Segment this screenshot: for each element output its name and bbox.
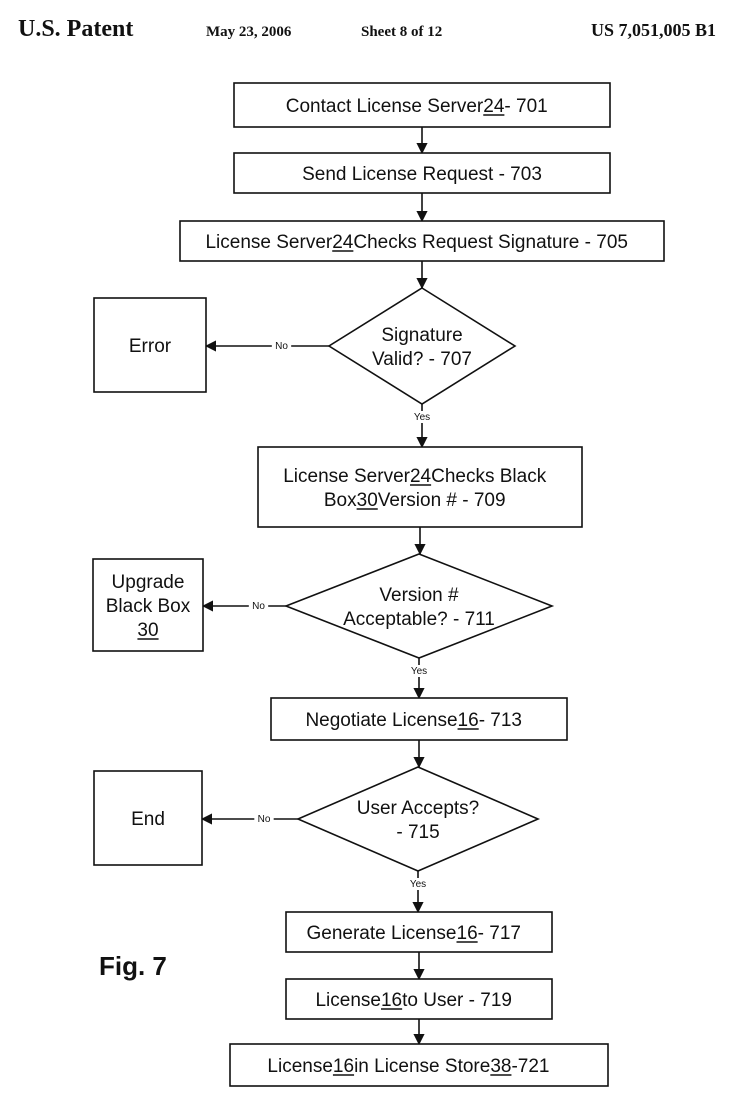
node-label: Contact License Server [286,96,484,117]
node-label: 16 [458,710,479,731]
node-label: - 717 [478,923,521,944]
process-box-end [93,770,203,866]
node-label: 16 [381,990,402,1011]
node-label: 30 [357,490,378,511]
process-box-n721 [229,1043,609,1087]
node-label: - 715 [396,822,439,843]
node-label: Version # [379,585,459,606]
node-label: License Server [205,232,332,253]
node-label: Negotiate License [305,710,457,731]
patent-header-number: US 7,051,005 B1 [591,20,716,40]
process-box-upgrade [92,558,204,652]
edge-label-background [254,813,274,825]
node-label: Generate License [307,923,457,944]
process-box-n703 [233,152,611,194]
process-box-n717 [285,911,553,953]
node-label: 24 [483,96,505,117]
node-label: Valid? - 707 [372,349,472,370]
node-label: Black Box [106,596,191,617]
node-label: 30 [137,620,158,641]
patent-header-sheet: Sheet 8 of 12 [361,24,442,40]
node-label: Error [129,336,172,357]
node-label: - 713 [479,710,522,731]
edge-label: Yes [414,412,430,423]
node-label: 16 [457,923,478,944]
process-box-error [93,297,207,393]
edge-label-background [406,878,430,890]
edge-label: Yes [411,666,427,677]
process-box-n701 [233,82,611,128]
node-label: 24 [410,466,432,487]
process-box-n705 [179,220,665,262]
node-label: - 701 [504,96,547,117]
node-label: 16 [333,1056,354,1077]
edge-label: Yes [410,879,426,890]
process-box-n713 [270,697,568,741]
node-label: Send License Request - 703 [302,164,542,185]
patent-header-title: U.S. Patent [18,16,133,42]
patent-header-date: May 23, 2006 [206,24,292,40]
node-label: License [315,990,381,1011]
edge-label-background [410,411,434,423]
edge-label-background [271,340,292,352]
process-box-n719 [285,978,553,1020]
node-label: Box [324,490,357,511]
node-label: License [267,1056,333,1077]
node-label: Signature [381,325,462,346]
edge-label: No [258,814,271,825]
node-label: Upgrade [112,572,185,593]
node-label: User Accepts? [357,798,480,819]
decision-n715 [295,766,541,872]
edge-label: No [275,341,288,352]
node-label: License Server [283,466,410,487]
node-label: -721 [511,1056,549,1077]
decision-n707 [327,287,517,405]
process-box-n709 [257,446,583,528]
node-label: End [131,809,165,830]
node-label: Acceptable? - 711 [343,609,495,630]
node-label: to User - 719 [402,990,512,1011]
node-label: Checks Black [431,466,547,487]
node-label: 24 [332,232,354,253]
figure-label: Fig. 7 [99,951,167,981]
node-label: 38 [490,1056,511,1077]
node-label: Checks Request Signature - 705 [353,232,628,253]
edge-label-background [407,665,431,677]
edge-label: No [252,601,265,612]
node-label: in License Store [354,1056,490,1077]
edge-label-background [248,600,269,612]
node-label: Version # - 709 [378,490,506,511]
decision-n711 [283,553,555,659]
